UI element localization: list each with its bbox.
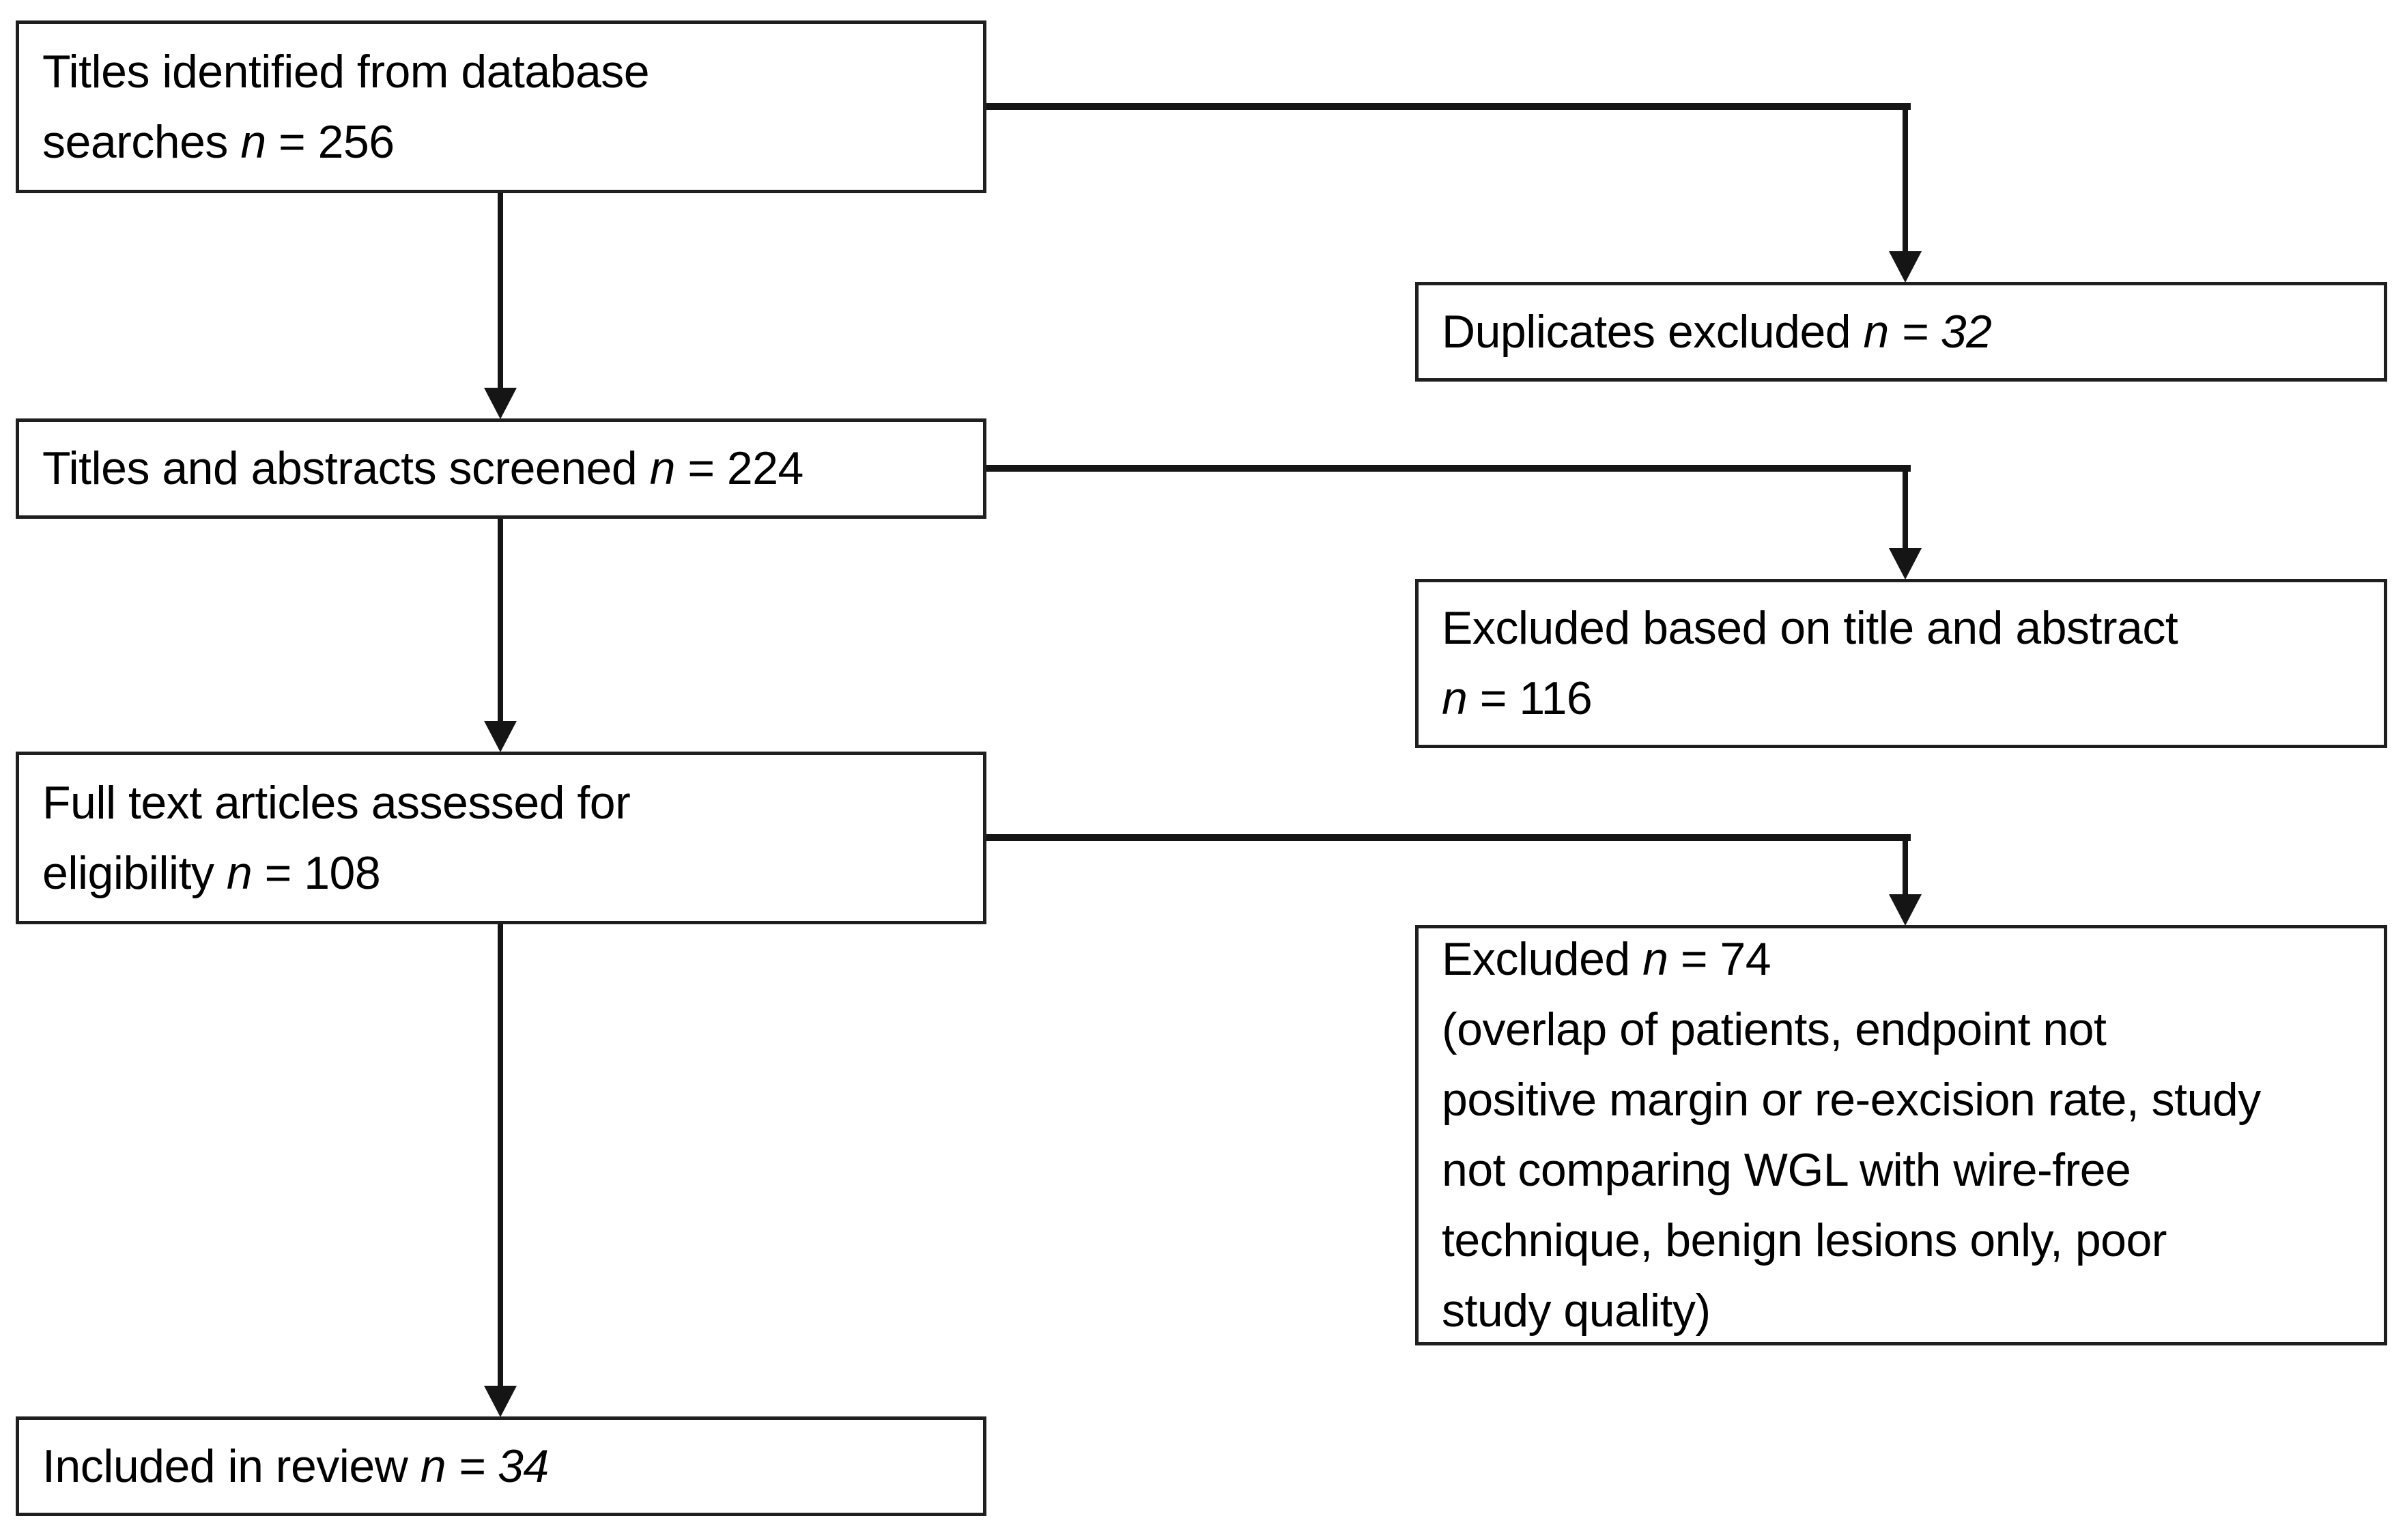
connector-branch-titleabstract-vertical bbox=[1903, 465, 1908, 548]
n-variable: n bbox=[240, 115, 266, 168]
connector-branch-duplicates-horizontal bbox=[986, 103, 1911, 110]
n-value: n = 32 bbox=[1863, 305, 1992, 358]
arrowhead-down-icon bbox=[1889, 548, 1922, 580]
box-text-line: Titles identified from database bbox=[42, 45, 650, 98]
box-text-line: positive margin or re-excision rate, stu… bbox=[1442, 1074, 2261, 1126]
arrowhead-down-icon bbox=[1889, 251, 1922, 283]
n-variable: n bbox=[1442, 672, 1468, 724]
arrowhead-down-icon bbox=[484, 721, 517, 752]
box-text-line: n = 116 bbox=[1442, 672, 1593, 724]
box-duplicates-excluded: Duplicates excluded n = 32 bbox=[1415, 282, 2387, 382]
n-variable: n bbox=[226, 846, 253, 899]
n-variable: n bbox=[649, 442, 676, 494]
box-text-line: Full text articles assessed for bbox=[42, 776, 631, 829]
connector-branch-duplicates-vertical bbox=[1903, 103, 1908, 251]
box-text-line: not comparing WGL with wire-free bbox=[1442, 1144, 2131, 1196]
box-text-line: searches n = 256 bbox=[42, 115, 395, 168]
box-full-text-assessed: Full text articles assessed for eligibil… bbox=[16, 752, 986, 924]
connector-branch-excluded74-vertical bbox=[1903, 834, 1908, 894]
arrowhead-down-icon bbox=[484, 1386, 517, 1417]
connector-fulltext-to-included bbox=[498, 924, 503, 1386]
box-text-line: Titles and abstracts screened n = 224 bbox=[42, 442, 803, 494]
n-variable: n bbox=[1642, 933, 1668, 985]
arrowhead-down-icon bbox=[484, 388, 517, 419]
box-text-line: eligibility n = 108 bbox=[42, 846, 381, 899]
box-excluded-full-text: Excluded n = 74 (overlap of patients, en… bbox=[1415, 925, 2387, 1345]
connector-identified-to-screened bbox=[498, 193, 503, 388]
box-text-line: Included in review n = 34 bbox=[42, 1440, 549, 1492]
n-value: n = 34 bbox=[420, 1440, 549, 1492]
box-text-line: Excluded n = 74 bbox=[1442, 933, 1771, 985]
box-titles-identified: Titles identified from database searches… bbox=[16, 20, 986, 193]
box-excluded-title-abstract: Excluded based on title and abstract n =… bbox=[1415, 579, 2387, 748]
box-text-line: (overlap of patients, endpoint not bbox=[1442, 1003, 2107, 1055]
connector-branch-titleabstract-horizontal bbox=[986, 465, 1911, 472]
box-titles-abstracts-screened: Titles and abstracts screened n = 224 bbox=[16, 418, 986, 519]
box-text-line: Excluded based on title and abstract bbox=[1442, 602, 2178, 654]
arrowhead-down-icon bbox=[1889, 894, 1922, 926]
box-text-line: technique, benign lesions only, poor bbox=[1442, 1214, 2167, 1266]
connector-branch-excluded74-horizontal bbox=[986, 834, 1911, 841]
connector-screened-to-fulltext bbox=[498, 519, 503, 721]
box-text-line: study quality) bbox=[1442, 1285, 1711, 1337]
box-text-line: Duplicates excluded n = 32 bbox=[1442, 305, 1992, 358]
box-included-in-review: Included in review n = 34 bbox=[16, 1416, 986, 1516]
